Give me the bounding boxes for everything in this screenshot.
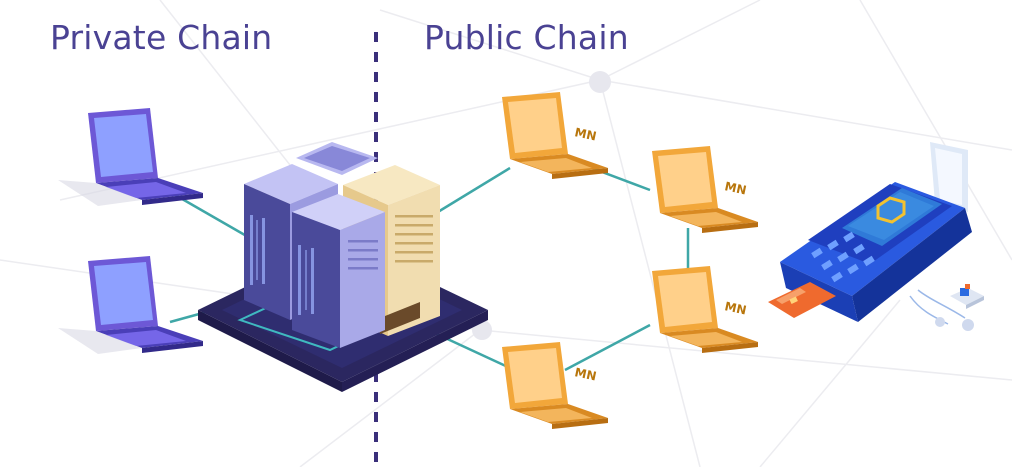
masternode-label: MN [723,299,747,317]
laptop-icon: MN [502,92,608,179]
laptop-icon: MN [502,342,608,429]
public-chain-title: Public Chain [424,18,629,57]
payment-terminal-icon [780,142,972,322]
masternode-label: MN [723,179,747,197]
background-node [589,71,611,93]
chip-icon [909,284,984,331]
laptop-icon: MN [652,266,758,353]
credit-card-icon [768,282,836,318]
private-chain-title: Private Chain [50,18,273,57]
masternode-label: MN [573,125,597,143]
laptop-icon [58,108,203,206]
masternode-label: MN [573,365,597,383]
laptop-icon [58,256,203,354]
server-rack-icon [244,142,440,348]
laptop-icon: MN [652,146,758,233]
